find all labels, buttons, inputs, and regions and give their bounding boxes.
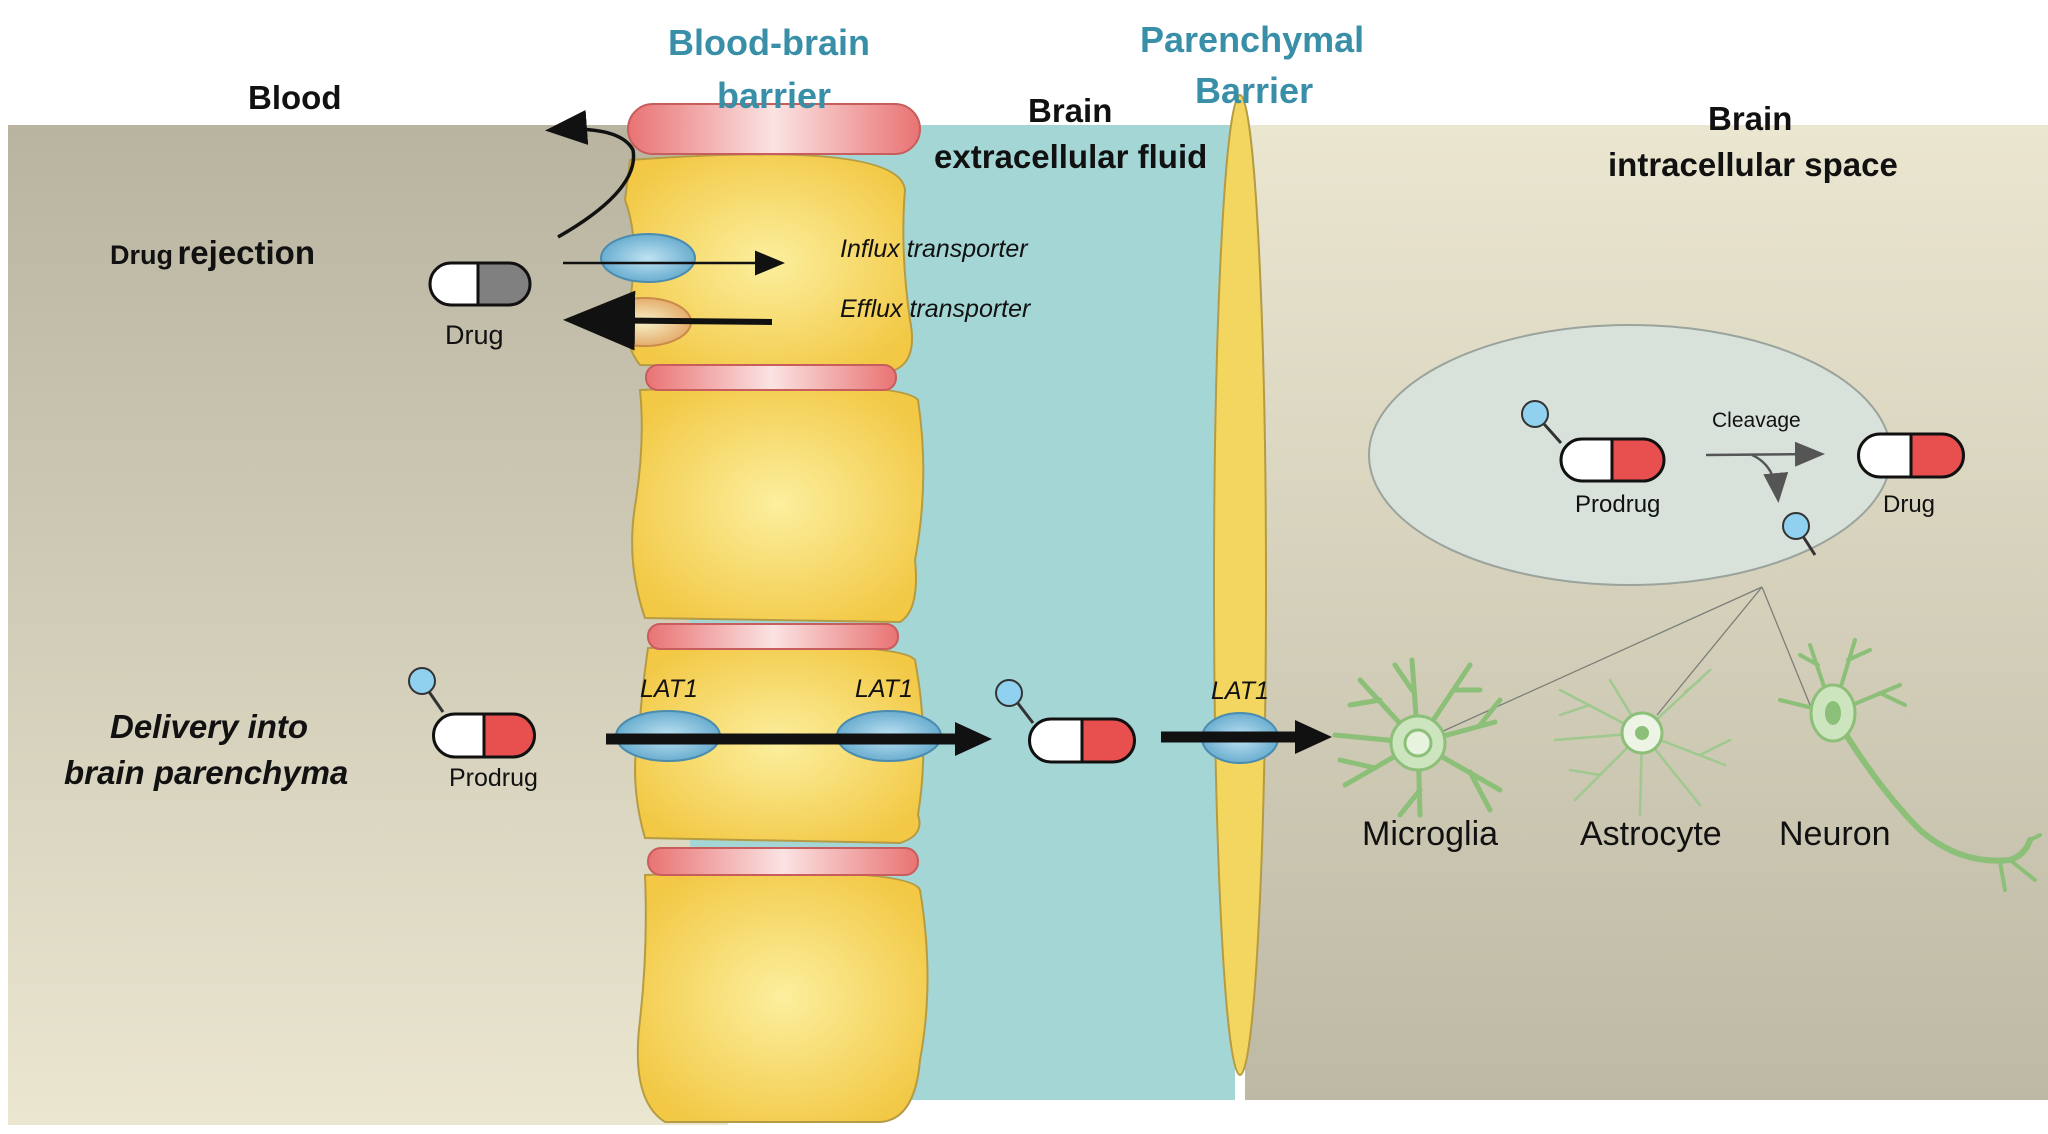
drug-pill xyxy=(428,261,532,307)
tight-junction-1 xyxy=(627,103,921,155)
efflux-arrow xyxy=(563,290,773,351)
tight-junction-4 xyxy=(647,847,919,876)
ecf-label-line2: extracellular fluid xyxy=(934,138,1208,175)
bbb-title-line2: barrier xyxy=(717,75,832,116)
cleavage-branch-arrow xyxy=(1751,453,1789,503)
cleavage-label: Cleavage xyxy=(1712,409,1801,432)
delivery-label-line1: Delivery into xyxy=(110,708,309,745)
parenchymal-barrier xyxy=(1213,94,1267,1076)
cleavage-arrow xyxy=(1705,441,1825,467)
influx-label: Influx transporter xyxy=(840,235,1028,263)
endothelial-cell-2 xyxy=(631,384,925,624)
cleaved-promoiety xyxy=(1782,512,1817,556)
delivery-arrow-1 xyxy=(606,722,992,756)
prodrug-pill-left xyxy=(408,667,536,759)
drug-rejection-label: Drug rejection xyxy=(110,234,315,272)
lat1-label-2: LAT1 xyxy=(855,675,913,703)
parenchymal-title-line1: Parenchymal xyxy=(1140,19,1365,60)
lat1-label-1: LAT1 xyxy=(640,675,698,703)
ics-label-line2: intracellular space xyxy=(1608,146,1898,183)
microglia-cell xyxy=(1332,657,1503,818)
intracellular-region xyxy=(1245,125,2048,1100)
drug-rejection-small: Drug xyxy=(110,240,173,270)
rejection-arrow xyxy=(545,109,636,239)
parenchymal-title-line2: Barrier xyxy=(1195,70,1314,111)
delivery-label-line2: brain parenchyma xyxy=(64,754,349,791)
drug-rejection-big: rejection xyxy=(177,234,315,271)
astrocyte-label: Astrocyte xyxy=(1580,815,1722,853)
tight-junction-3 xyxy=(647,623,899,650)
efflux-label: Efflux transporter xyxy=(840,295,1031,323)
ecf-label-line1: Brain xyxy=(1028,92,1113,129)
inset-drug-pill xyxy=(1857,432,1965,479)
delivery-arrow-2 xyxy=(1161,720,1332,754)
astrocyte-cell xyxy=(1553,668,1732,817)
blood-label: Blood xyxy=(248,79,342,116)
inset-prodrug-pill xyxy=(1521,400,1666,483)
neuron-label: Neuron xyxy=(1779,815,1891,853)
bbb-title-line1: Blood-brain xyxy=(668,22,870,63)
inset-prodrug-label: Prodrug xyxy=(1575,491,1661,518)
inset-drug-label: Drug xyxy=(1883,491,1936,518)
neuron-cell xyxy=(1778,638,2042,892)
influx-transporter xyxy=(600,233,696,283)
inset-connectors xyxy=(1429,586,1811,738)
microglia-label: Microglia xyxy=(1362,815,1499,853)
ics-label-line1: Brain xyxy=(1708,100,1793,137)
endothelial-cell-4 xyxy=(636,871,929,1123)
prodrug-label: Prodrug xyxy=(449,764,538,792)
lat1-label-3: LAT1 xyxy=(1211,677,1269,705)
prodrug-pill-ecf xyxy=(995,679,1136,764)
drug-label: Drug xyxy=(445,320,504,350)
tight-junction-2 xyxy=(645,364,897,391)
